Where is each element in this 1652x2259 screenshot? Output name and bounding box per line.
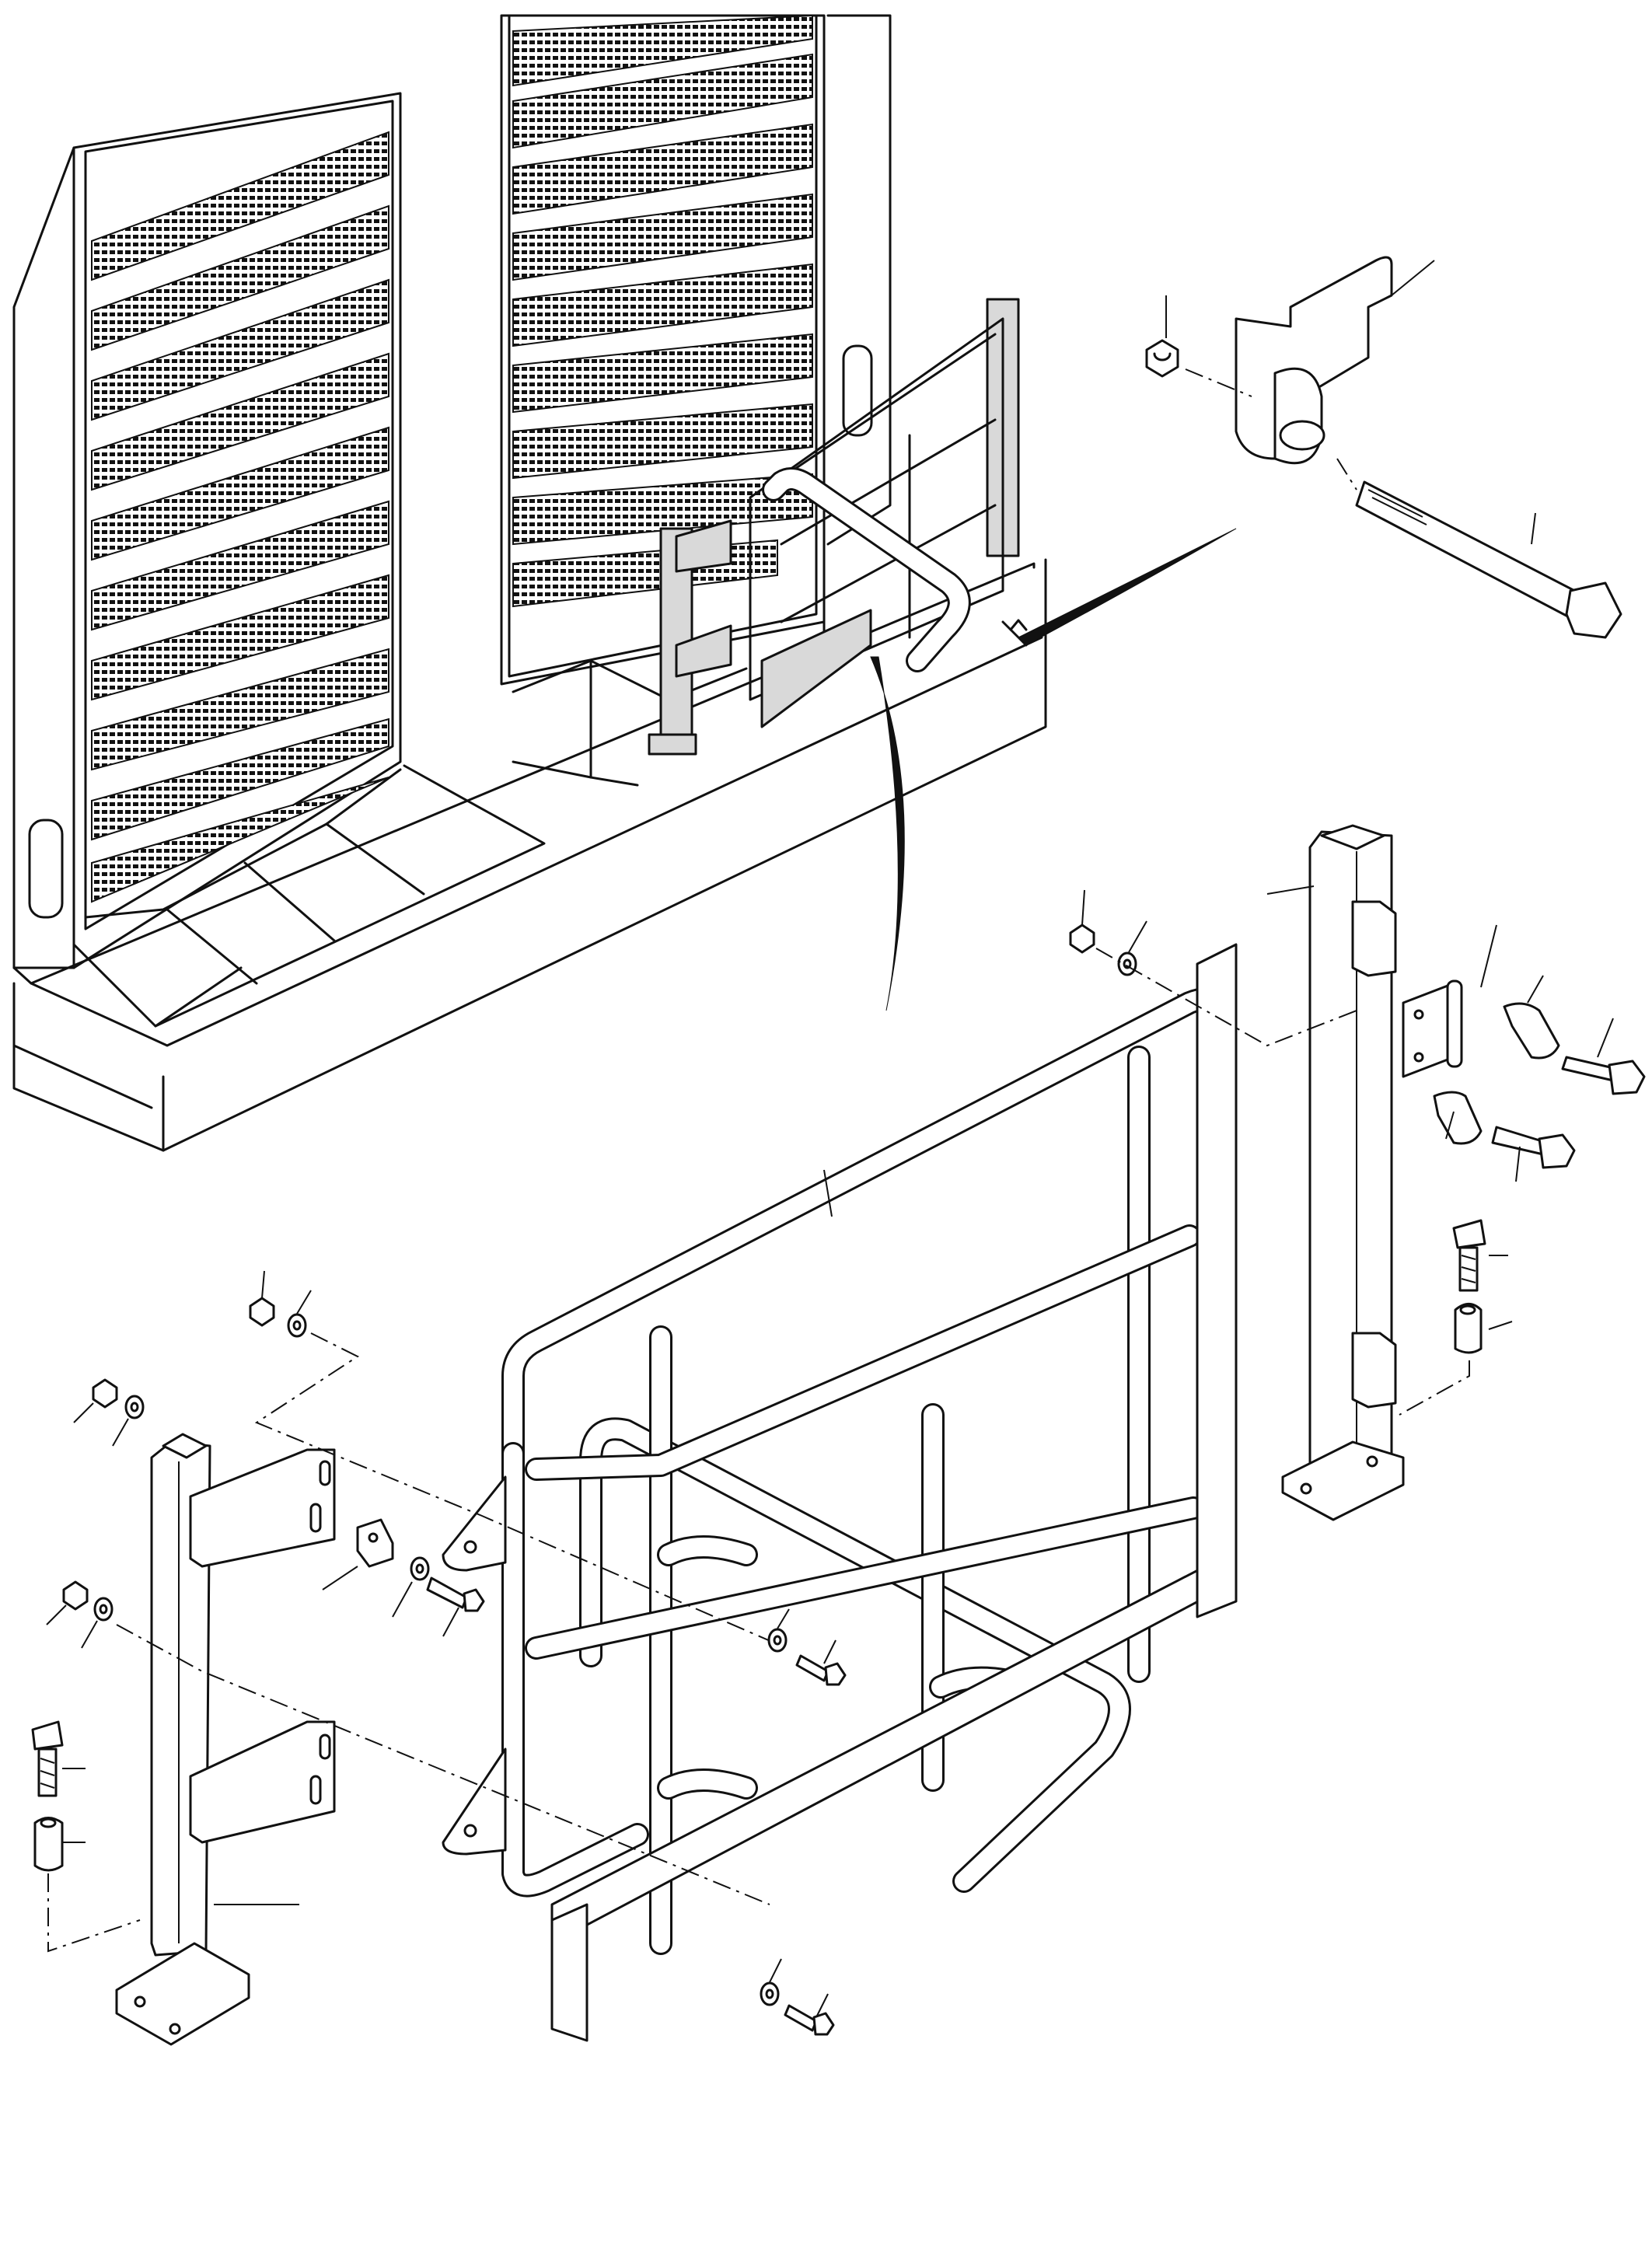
bolt [795, 1654, 829, 1682]
bolt [426, 1576, 468, 1609]
gate-hinge-tab-lower [442, 1747, 507, 1856]
nut [249, 1297, 275, 1327]
right-post [1266, 824, 1405, 1521]
small-latch [1009, 619, 1028, 631]
spacer [1433, 1091, 1483, 1145]
hinge-plate [1402, 982, 1455, 1078]
gate-frame [442, 943, 1238, 2042]
hinge-block [356, 1518, 394, 1568]
cabinet-handle-left [28, 819, 64, 919]
left-cabinet-vents [91, 131, 389, 903]
cabinet-handle-right [842, 344, 873, 437]
cabinet-building [12, 14, 1047, 1152]
nut [62, 1580, 89, 1611]
nut [92, 1378, 118, 1409]
callout-arrow-to-hinge [1018, 528, 1237, 646]
long-bolt [1355, 480, 1622, 639]
right-cabinet-vents [512, 14, 813, 608]
spacer [1503, 1002, 1560, 1060]
spacer [1454, 1303, 1483, 1354]
fasteners [31, 889, 1646, 2036]
nut [1069, 924, 1095, 954]
spacer [33, 1817, 64, 1872]
bolt [784, 2004, 818, 2032]
gate-installed [648, 298, 1028, 756]
platform-bins [72, 659, 748, 1028]
nut-hinge [1145, 339, 1179, 378]
bolt [1452, 1219, 1486, 1249]
callout-arrow-to-gate [870, 656, 905, 1011]
bolt [31, 1720, 64, 1751]
gate-hinge-tab-upper [442, 1475, 507, 1572]
hinge-detail [1145, 256, 1622, 639]
left-post [115, 1433, 336, 2046]
